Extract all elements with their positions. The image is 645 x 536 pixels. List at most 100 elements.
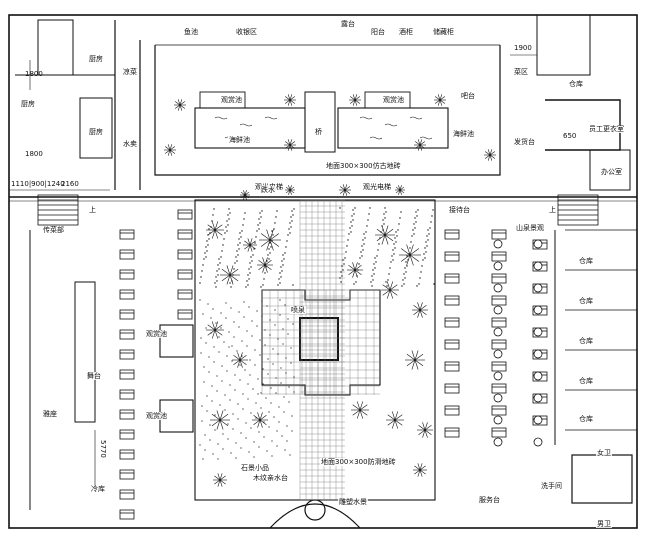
landscape-plants <box>164 94 496 487</box>
plant <box>434 94 446 106</box>
label-serve-area: 菜区 <box>513 68 529 76</box>
label-cashier: 收银区 <box>235 28 258 36</box>
table-left-a <box>119 509 135 520</box>
water-ripple <box>419 136 433 140</box>
label-cold-bottom: 冷库 <box>90 485 106 493</box>
table-right-b <box>491 405 507 416</box>
water-ripple <box>359 116 373 120</box>
table-right-b <box>491 273 507 284</box>
label-staff-changing: 员工更衣室 <box>588 125 625 133</box>
plant <box>284 139 296 151</box>
water-ripple <box>369 136 383 140</box>
dim-650: 650 <box>563 132 577 140</box>
round-table <box>493 261 503 271</box>
dim-5770: 5770 <box>99 440 107 458</box>
label-pool-left-a: 观赏池 <box>145 330 168 338</box>
plant <box>381 281 399 299</box>
round-table <box>493 349 503 359</box>
round-table <box>533 283 543 293</box>
plant <box>206 221 224 239</box>
label-up-right: 上 <box>548 206 557 214</box>
table-right-a <box>444 273 460 284</box>
label-stage: 舞台 <box>86 372 102 380</box>
label-bridge: 桥 <box>314 128 323 136</box>
label-service-left: 传菜部 <box>42 226 65 234</box>
table-right-a <box>444 317 460 328</box>
label-reception-bottom: 服务台 <box>478 496 501 504</box>
label-elevator-right: 观光电梯 <box>362 183 392 191</box>
dining-tables <box>119 209 548 520</box>
plant <box>351 401 369 419</box>
entrance-arch <box>269 503 361 529</box>
table-right-b <box>491 317 507 328</box>
table-left-a <box>119 229 135 240</box>
label-warehouse-5: 仓库 <box>578 415 594 423</box>
label-seating-bottom: 雕塑水景 <box>338 498 368 506</box>
plant <box>220 265 240 285</box>
table-left-a <box>119 449 135 460</box>
office-wall <box>589 149 631 191</box>
plant <box>243 238 257 252</box>
plant <box>213 473 227 487</box>
label-kitchen-mid: 厨房 <box>88 128 104 136</box>
table-right-b <box>491 427 507 438</box>
table-left-a <box>119 369 135 380</box>
dim-left: 1110|900|1240 <box>11 180 65 188</box>
label-water-feature: 跌水 <box>260 186 276 194</box>
table-right-a <box>444 361 460 372</box>
label-cold-dish: 凉菜 <box>122 68 138 76</box>
label-kitchen-top: 厨房 <box>88 55 104 63</box>
plant <box>232 352 248 368</box>
table-right-b <box>491 229 507 240</box>
table-right-b <box>491 295 507 306</box>
round-table <box>533 415 543 425</box>
kitchen-room-wall <box>79 97 113 159</box>
round-table <box>493 437 503 447</box>
label-office: 办公室 <box>600 168 623 176</box>
round-table <box>533 261 543 271</box>
plant <box>417 422 433 438</box>
seafood-pool-right <box>337 107 449 149</box>
dim-left-2160: 2160 <box>61 180 79 188</box>
plant <box>252 412 268 428</box>
label-delivery: 发货台 <box>513 138 536 146</box>
table-right-a <box>444 295 460 306</box>
table-left-a <box>119 289 135 300</box>
pool-left-a <box>159 324 194 358</box>
table-left-b <box>177 249 193 260</box>
plant <box>347 262 363 278</box>
table-left-a <box>119 469 135 480</box>
dim-1900: 1900 <box>514 44 532 52</box>
table-left-a <box>119 389 135 400</box>
plant <box>349 94 361 106</box>
label-tank-right: 观赏池 <box>382 96 405 104</box>
table-left-b <box>177 209 193 220</box>
stair-left <box>37 194 79 226</box>
label-booth: 雅座 <box>42 410 58 418</box>
table-right-b <box>491 339 507 350</box>
plant <box>210 410 230 430</box>
dim-1800-b: 1800 <box>25 150 43 158</box>
plant <box>285 185 295 195</box>
label-warehouse-1: 仓库 <box>578 257 594 265</box>
table-right-b <box>491 251 507 262</box>
label-rockery: 石景小品 <box>240 464 270 472</box>
table-right-b <box>491 361 507 372</box>
table-left-b <box>177 309 193 320</box>
water-ripple <box>264 116 278 120</box>
plant <box>395 185 405 195</box>
label-fountain: 喷泉 <box>290 306 306 314</box>
entrance-fountain <box>304 499 326 521</box>
round-table <box>493 371 503 381</box>
label-up-left: 上 <box>88 206 97 214</box>
label-warehouse-4: 仓库 <box>578 377 594 385</box>
label-seafood-pool-left: 海鲜池 <box>228 136 251 144</box>
label-pool-left-b: 观赏池 <box>145 412 168 420</box>
plant <box>375 225 395 245</box>
dimension-lines <box>9 54 537 490</box>
round-table <box>493 239 503 249</box>
round-table <box>493 283 503 293</box>
label-water-bar: 水卖 <box>122 140 138 148</box>
round-table <box>533 437 543 447</box>
